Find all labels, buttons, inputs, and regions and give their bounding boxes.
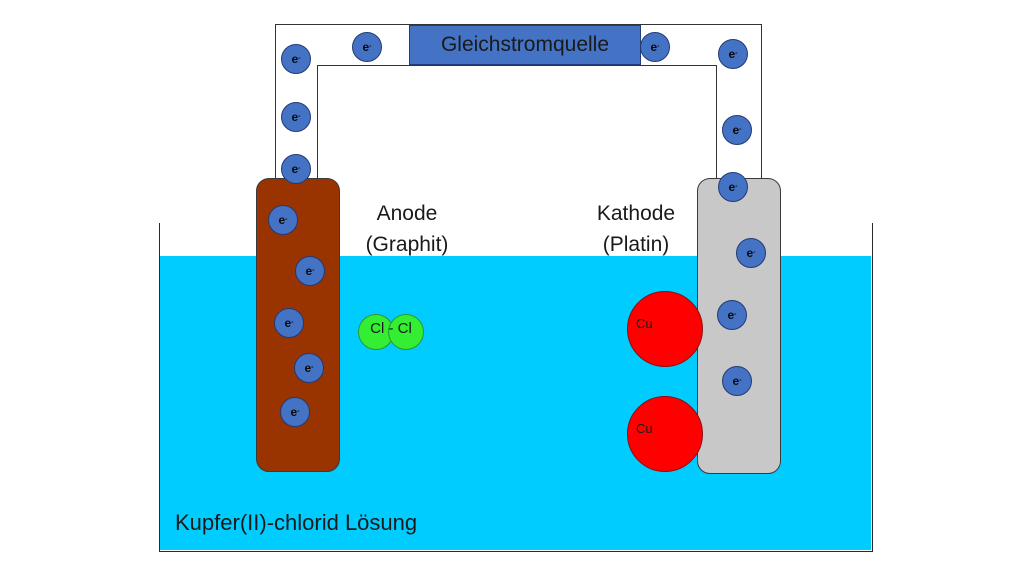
chlorine-molecule-label: Cl - Cl [370, 320, 412, 337]
beaker [159, 223, 873, 552]
electron: e- [718, 172, 748, 202]
electron: e- [352, 32, 382, 62]
copper-atom-label: Cu [636, 316, 653, 331]
anode-label: Anode (Graphit) [340, 198, 474, 260]
electron: e- [718, 39, 748, 69]
copper-atom: Cu [627, 396, 703, 472]
electron: e- [281, 154, 311, 184]
electron: e- [722, 115, 752, 145]
electron: e- [274, 308, 304, 338]
electron: e- [268, 205, 298, 235]
electron: e- [280, 397, 310, 427]
cathode-label: Kathode (Platin) [568, 198, 704, 260]
copper-atom-label: Cu [636, 421, 653, 436]
electron: e- [722, 366, 752, 396]
anode-label-line1: Anode [376, 202, 438, 225]
power-source-label: Gleichstromquelle [440, 33, 610, 56]
copper-atom: Cu [627, 291, 703, 367]
cathode-label-line2: (Platin) [602, 233, 670, 256]
solution-label: Kupfer(II)-chlorid Lösung [175, 510, 418, 535]
anode-label-line2: (Graphit) [365, 233, 449, 256]
electron: e- [295, 256, 325, 286]
wire-corner-left-top [317, 65, 717, 66]
electron: e- [281, 44, 311, 74]
chlorine-atom-right [388, 314, 424, 350]
electron: e- [294, 353, 324, 383]
electron: e- [640, 32, 670, 62]
electron: e- [281, 102, 311, 132]
electron: e- [717, 300, 747, 330]
cathode-label-line1: Kathode [596, 202, 676, 225]
power-source: Gleichstromquelle [409, 25, 641, 65]
wire-corner-right [716, 65, 717, 183]
electron: e- [736, 238, 766, 268]
wire-corner-left [317, 65, 318, 183]
